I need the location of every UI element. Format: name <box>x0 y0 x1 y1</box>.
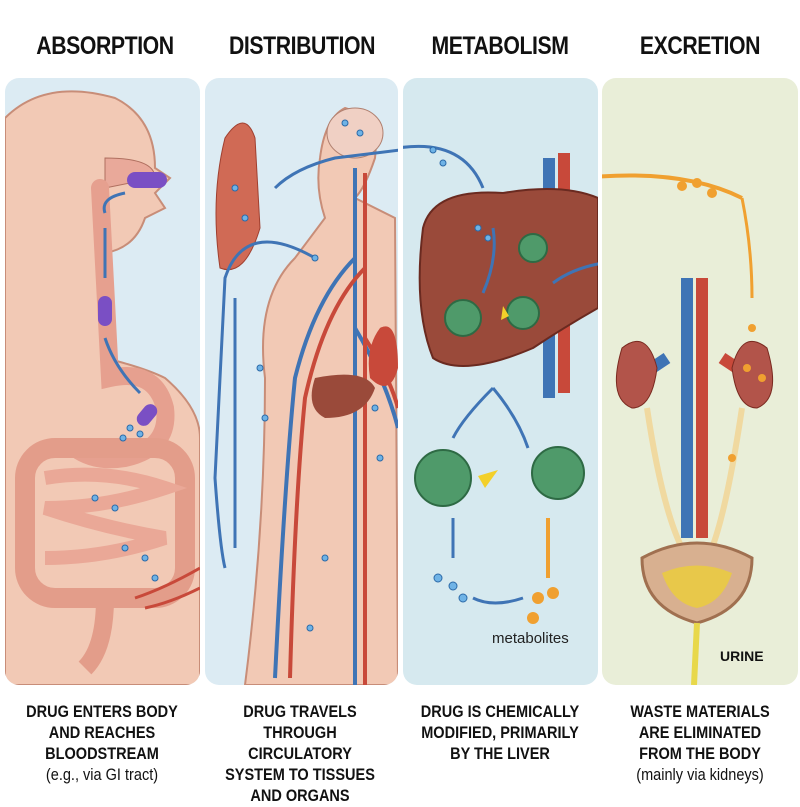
metabolites-label: metabolites <box>492 630 569 647</box>
enzyme-icon <box>414 233 585 507</box>
caption-note: (mainly via kidneys) <box>636 766 764 784</box>
muscle-icon <box>215 122 261 270</box>
caption-line: SYSTEM TO TISSUES <box>225 766 375 784</box>
liver-metabolism-illustration <box>403 144 598 624</box>
caption-line: MODIFIED, PRIMARILY <box>421 724 579 742</box>
heart-icon <box>368 326 398 386</box>
caption-note: (e.g., via GI tract) <box>45 766 159 784</box>
caption-line: DRUG ENTERS BODY <box>26 703 178 721</box>
caption-line: WASTE MATERIALS <box>630 703 770 721</box>
title-excretion: EXCRETION <box>639 32 761 60</box>
caption-excretion: WASTE MATERIALS ARE ELIMINATED FROM THE … <box>612 702 788 786</box>
title-absorption: ABSORPTION <box>36 32 174 60</box>
kidney-left-icon <box>615 340 658 409</box>
excretion-panel <box>602 78 798 685</box>
circulatory-system-illustration <box>213 106 398 685</box>
caption-metabolism: DRUG IS CHEMICALLY MODIFIED, PRIMARILY B… <box>412 702 588 765</box>
caption-line: ARE ELIMINATED <box>638 724 762 742</box>
metabolism-panel <box>403 78 598 685</box>
title-metabolism: METABOLISM <box>431 32 569 60</box>
digestive-system-illustration <box>5 90 200 685</box>
urine-label: URINE <box>720 648 764 664</box>
kidney-right-icon <box>731 340 774 409</box>
caption-line: BY THE LIVER <box>450 745 550 763</box>
caption-line: DRUG IS CHEMICALLY <box>420 703 580 721</box>
caption-line: THROUGH CIRCULATORY <box>248 724 352 763</box>
caption-line: FROM THE BODY <box>639 745 761 763</box>
distribution-panel <box>205 78 398 685</box>
brain-icon <box>326 107 384 159</box>
caption-line: AND REACHES <box>48 724 156 742</box>
caption-distribution: DRUG TRAVELS THROUGH CIRCULATORY SYSTEM … <box>212 702 388 807</box>
liver-icon <box>418 188 598 367</box>
caption-line: AND ORGANS <box>250 787 350 805</box>
caption-line: BLOODSTREAM <box>45 745 159 763</box>
drug-capsule-icon <box>127 172 167 188</box>
kidney-bladder-illustration <box>602 173 774 685</box>
absorption-panel <box>5 78 200 685</box>
caption-absorption: DRUG ENTERS BODY AND REACHES BLOODSTREAM… <box>14 702 190 786</box>
caption-line: DRUG TRAVELS <box>243 703 357 721</box>
title-distribution: DISTRIBUTION <box>228 32 376 60</box>
